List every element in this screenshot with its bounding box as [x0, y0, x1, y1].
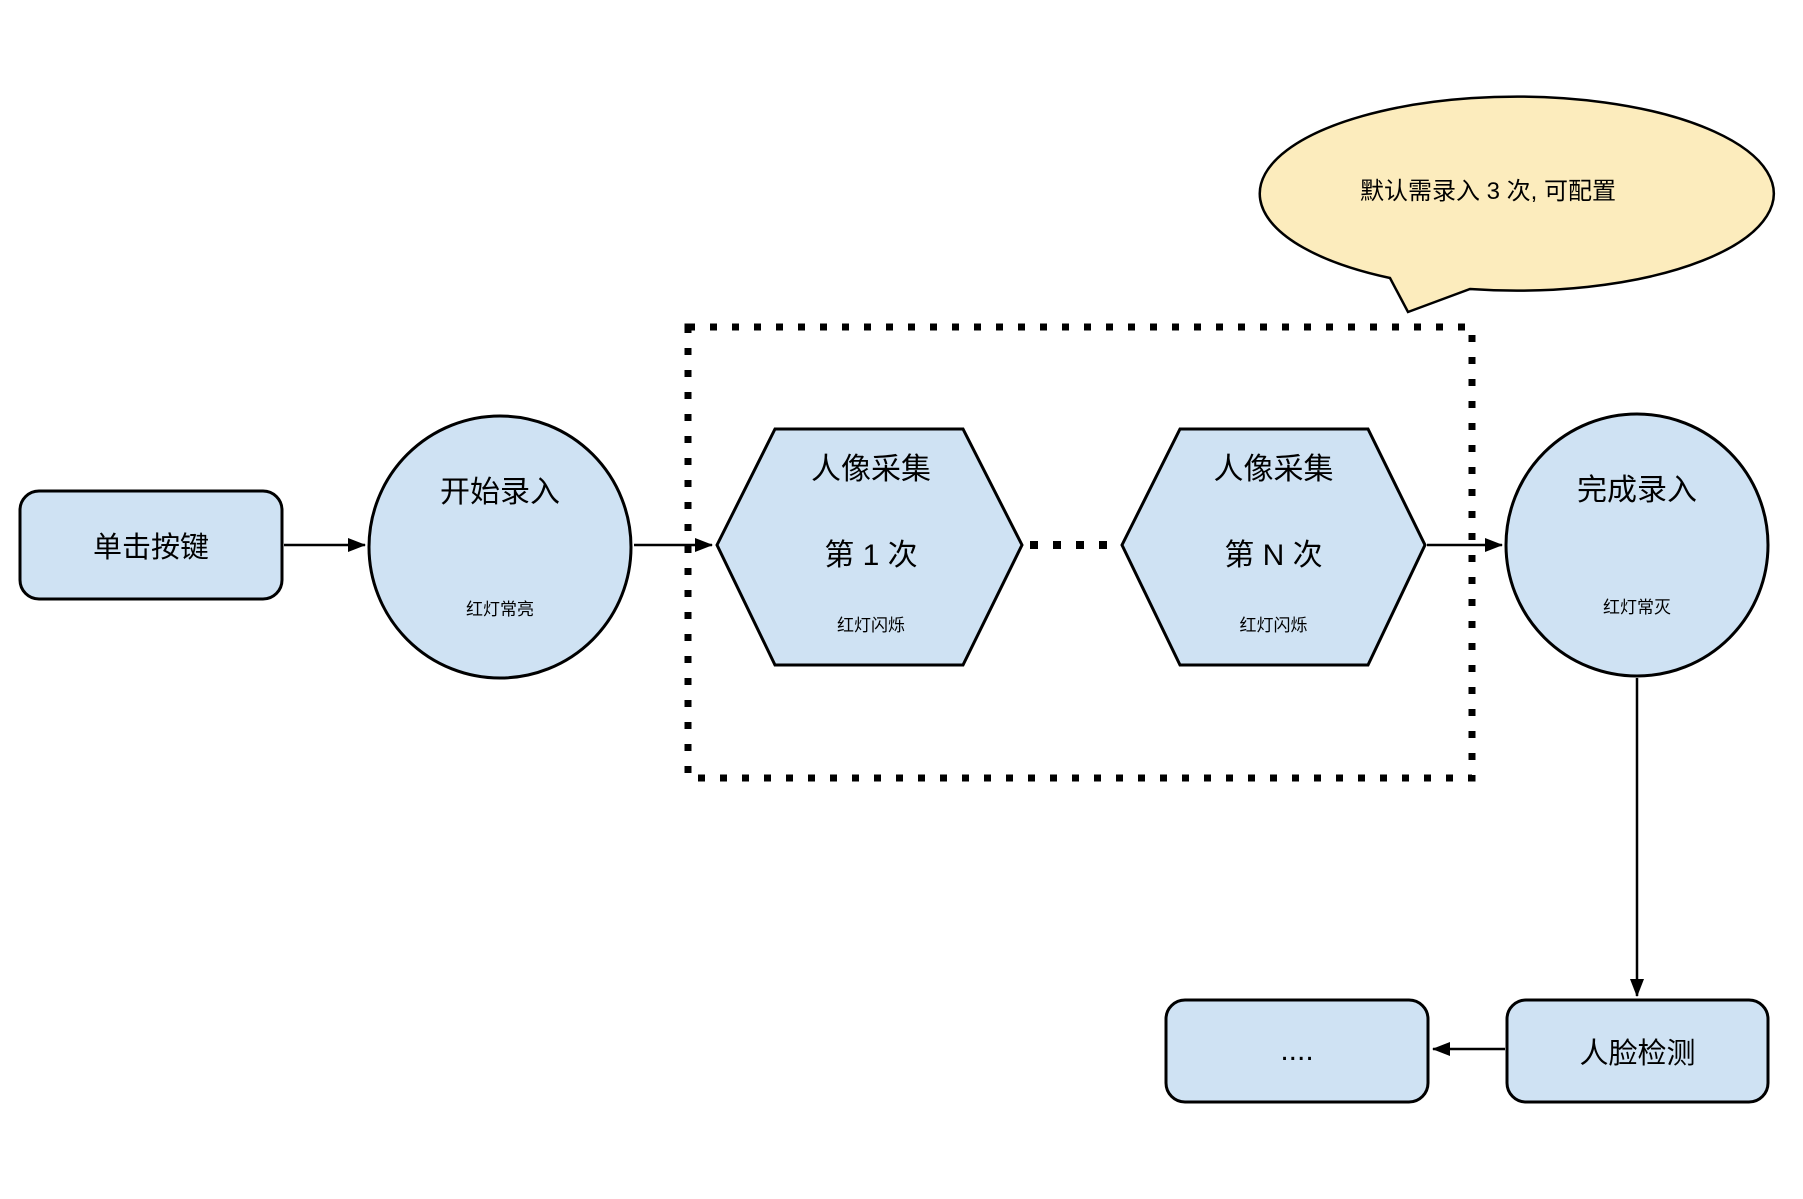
- face-detection-label: 人脸检测: [1579, 1038, 1696, 1070]
- capture-nth-shape: [1120, 427, 1427, 667]
- start-enroll-title: 开始录入: [440, 476, 560, 509]
- capture-loop-dotted-border: [684, 323, 1476, 782]
- finish-enroll-title: 完成录入: [1577, 474, 1697, 507]
- finish-enroll-status: 红灯常灭: [1603, 598, 1671, 617]
- capture-first-status: 红灯闪烁: [837, 616, 905, 635]
- start-enroll-status: 红灯常亮: [466, 600, 534, 619]
- capture-first-title: 人像采集: [811, 453, 931, 486]
- capture-nth-sequence: 第 N 次: [1224, 539, 1323, 572]
- capture-first-sequence: 第 1 次: [824, 539, 918, 572]
- continuation-shape: [1164, 998, 1430, 1104]
- start-enroll-shape: [367, 414, 633, 680]
- continuation-label: ....: [1280, 1034, 1314, 1067]
- callout-text: 默认需录入 3 次, 可配置: [1359, 178, 1617, 205]
- finish-enroll-shape: [1504, 412, 1770, 678]
- capture-nth-status: 红灯闪烁: [1239, 616, 1308, 635]
- callout-bubble-shape: [1258, 95, 1775, 314]
- click-button-label: 单击按键: [92, 532, 209, 564]
- click-button-shape: [18, 489, 284, 601]
- capture-first-shape: [715, 427, 1024, 667]
- capture-nth-title: 人像采集: [1213, 453, 1334, 486]
- face-detection-shape: [1505, 998, 1770, 1104]
